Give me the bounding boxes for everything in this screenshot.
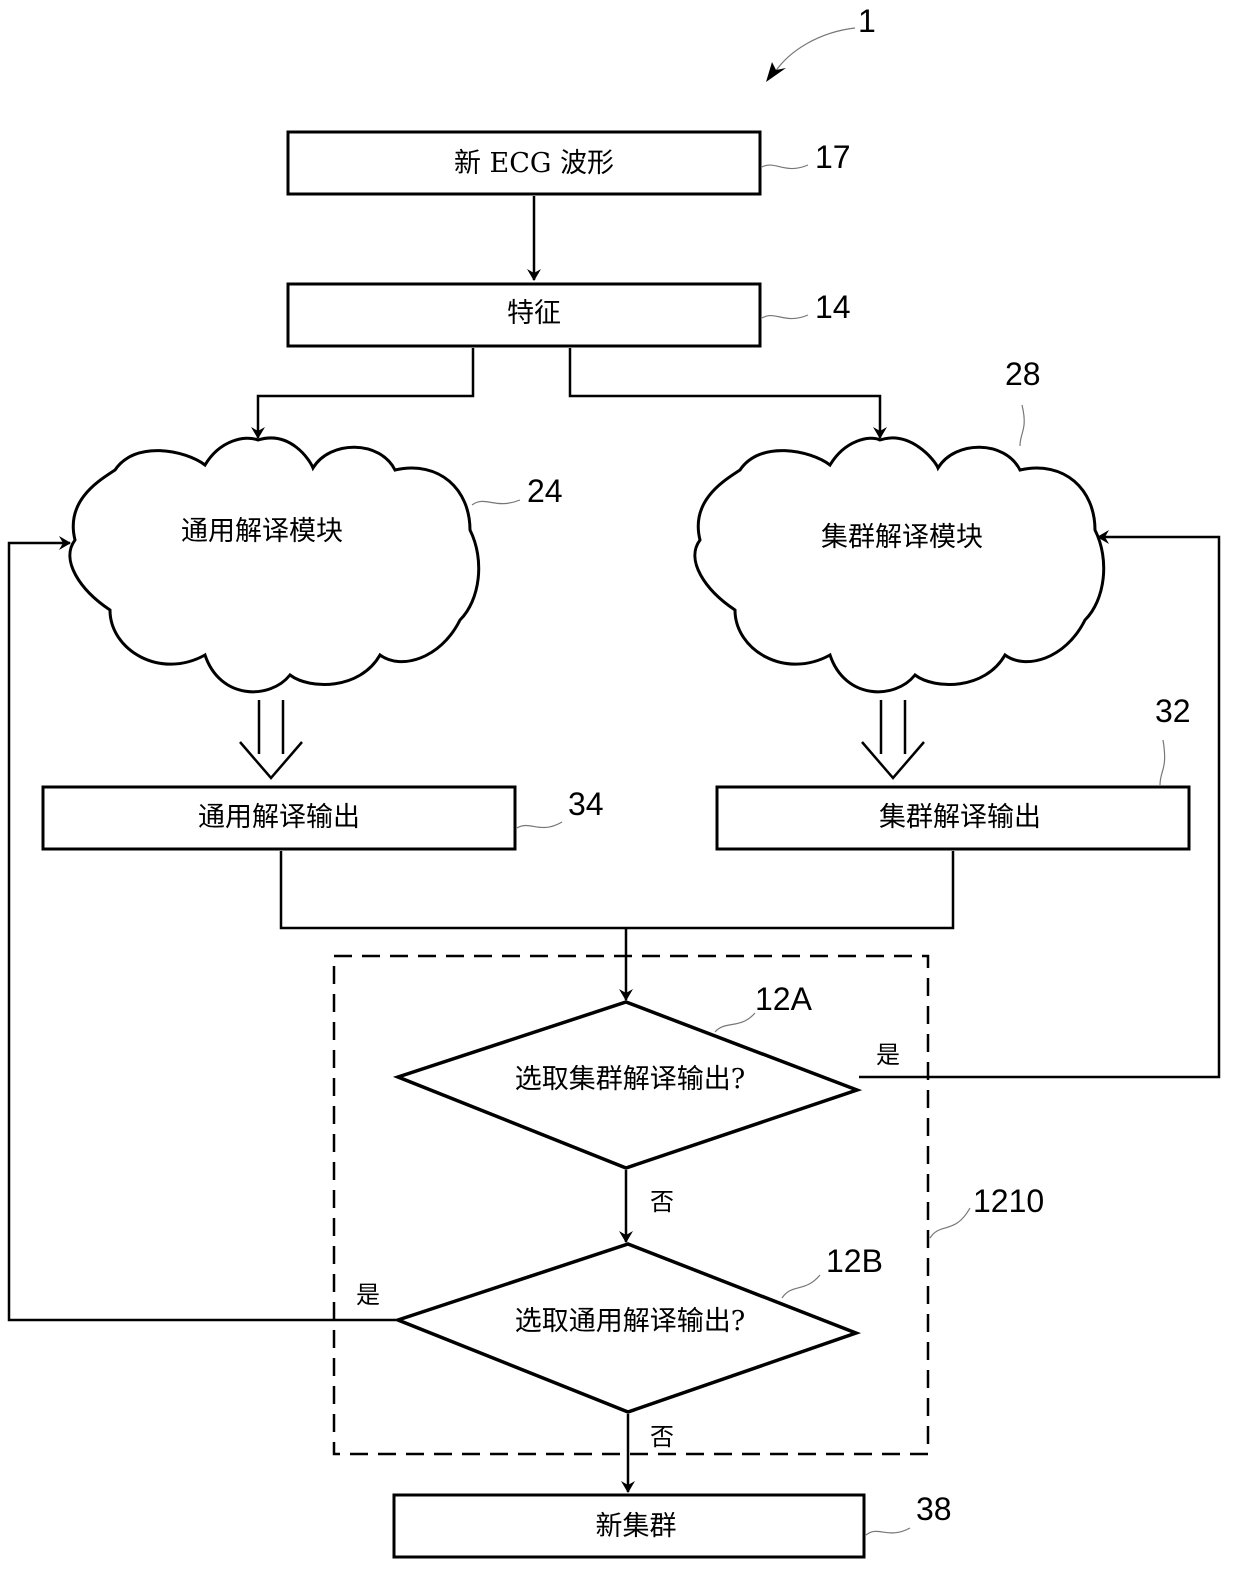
figure-ref: 1 — [858, 3, 876, 39]
ref-28: 28 — [1005, 356, 1041, 392]
edge-b-no-label: 否 — [650, 1423, 674, 1451]
leader-28 — [1020, 405, 1024, 446]
ref-24: 24 — [527, 473, 563, 509]
ref-34: 34 — [568, 786, 604, 822]
node-decision-a-label: 选取集群解译输出? — [515, 1064, 745, 1095]
ref-1210: 1210 — [973, 1183, 1044, 1219]
node-cluster-output: 集群解译输出 — [717, 787, 1189, 849]
node-generic-output-label: 通用解译输出 — [198, 802, 360, 833]
ref-38: 38 — [916, 1491, 952, 1527]
leader-12b — [782, 1275, 820, 1298]
node-new-cluster-label: 新集群 — [596, 1511, 677, 1542]
edge-features-to-cluster — [570, 348, 880, 438]
leader-14 — [762, 315, 808, 319]
ref-14: 14 — [815, 289, 851, 325]
node-cluster-module: 集群解译模块 — [695, 438, 1104, 692]
leader-38 — [866, 1528, 910, 1535]
node-generic-module-label: 通用解译模块 — [181, 516, 343, 547]
ref-32: 32 — [1155, 693, 1191, 729]
node-generic-module: 通用解译模块 — [70, 438, 479, 692]
leader-24 — [472, 500, 520, 505]
edge-features-to-generic — [258, 348, 473, 438]
node-decision-b: 选取通用解译输出? — [398, 1244, 856, 1412]
node-features: 特征 — [288, 284, 760, 346]
edge-outputs-merge — [281, 851, 953, 928]
ref-17: 17 — [815, 139, 851, 175]
leader-34 — [517, 822, 562, 828]
edge-cluster-module-to-output — [862, 700, 924, 778]
edge-a-yes-label: 是 — [876, 1041, 900, 1069]
node-new-ecg-label: 新 ECG 波形 — [454, 148, 614, 179]
leader-32 — [1160, 740, 1165, 785]
node-generic-output: 通用解译输出 — [43, 787, 515, 849]
figure-ref-arrowhead — [766, 62, 786, 82]
node-new-ecg: 新 ECG 波形 — [288, 132, 760, 194]
leader-17 — [762, 165, 808, 169]
edge-b-yes-label: 是 — [356, 1281, 380, 1309]
edge-generic-module-to-output — [240, 700, 302, 778]
node-decision-a: 选取集群解译输出? — [398, 1002, 857, 1168]
leader-12a — [715, 1013, 755, 1032]
node-decision-b-label: 选取通用解译输出? — [515, 1306, 745, 1337]
node-cluster-output-label: 集群解译输出 — [879, 802, 1041, 833]
node-features-label: 特征 — [507, 298, 561, 329]
node-cluster-module-label: 集群解译模块 — [821, 522, 983, 553]
node-new-cluster: 新集群 — [394, 1495, 864, 1557]
leader-1210 — [930, 1208, 970, 1238]
figure-ref-leader — [775, 28, 855, 72]
ref-12b: 12B — [826, 1243, 883, 1279]
edge-a-no-label: 否 — [650, 1188, 674, 1216]
ref-12a: 12A — [755, 981, 813, 1017]
